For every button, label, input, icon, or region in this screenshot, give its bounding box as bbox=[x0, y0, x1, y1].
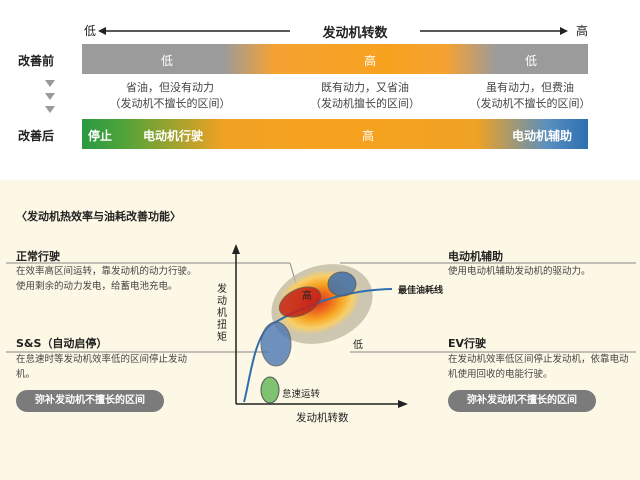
ev-ellipse bbox=[260, 321, 292, 367]
motor-assist-line1: 使用电动机辅助发动机的驱动力。 bbox=[448, 266, 591, 277]
normal-drive-ellipse bbox=[278, 286, 322, 318]
after-seg-stop: 停止 bbox=[88, 129, 113, 143]
normal-drive-line1: 在效率高区间运转，靠发动机的动力行驶。 bbox=[16, 266, 197, 277]
ev-line1: 在发动机效率低区间停止发动机，依靠电动 bbox=[448, 354, 629, 365]
down-triangle-icon bbox=[45, 80, 55, 87]
before-bar bbox=[82, 44, 588, 74]
desc-middle: 既有动力，又省油 （发动机擅长的区间） bbox=[290, 80, 440, 112]
ss-desc: 在怠速时等发动机效率低的区间停止发动 机。 bbox=[16, 352, 221, 382]
down-triangle-icon bbox=[45, 106, 55, 113]
down-triangle-icon bbox=[45, 93, 55, 100]
x-axis-label: 发动机转数 bbox=[296, 412, 349, 424]
after-seg-motor-drive: 电动机行驶 bbox=[143, 129, 204, 143]
ss-title: S&S（自动启停） bbox=[16, 337, 108, 350]
motor-assist-ellipse bbox=[327, 271, 357, 297]
after-seg-motor-assist: 电动机辅助 bbox=[512, 129, 573, 143]
ev-desc: 在发动机效率低区间停止发动机，依靠电动 机使用回收的电能行驶。 bbox=[448, 352, 636, 382]
desc-right-line2: （发动机不擅长的区间） bbox=[469, 97, 591, 110]
before-seg-high: 高 bbox=[364, 54, 377, 68]
best-fuel-line-label: 最佳油耗线 bbox=[398, 286, 444, 296]
before-seg-low-1: 低 bbox=[161, 54, 174, 68]
y-axis-label: 发动机扭矩 bbox=[217, 284, 227, 343]
normal-drive-desc: 在效率高区间运转，靠发动机的动力行驶。 使用剩余的动力发电，给蓄电池充电。 bbox=[16, 264, 226, 294]
ss-line2: 机。 bbox=[16, 369, 36, 380]
idle-label: 怠速运转 bbox=[282, 389, 321, 400]
axis-high-label: 高 bbox=[576, 24, 589, 38]
zone-low-label: 低 bbox=[353, 340, 363, 351]
motor-assist-title: 电动机辅助 bbox=[448, 250, 503, 263]
desc-right-line1: 虽有动力，但费油 bbox=[486, 81, 574, 94]
normal-drive-line2: 使用剩余的动力发电，给蓄电池充电。 bbox=[16, 281, 178, 292]
after-label: 改善后 bbox=[18, 129, 55, 143]
left-pill: 弥补发动机不擅长的区间 bbox=[16, 390, 164, 412]
desc-left-line1: 省油，但没有动力 bbox=[126, 81, 214, 94]
desc-middle-line2: （发动机擅长的区间） bbox=[310, 97, 420, 110]
desc-middle-line1: 既有动力，又省油 bbox=[321, 81, 409, 94]
normal-drive-title: 正常行驶 bbox=[16, 250, 60, 263]
before-label: 改善前 bbox=[18, 54, 55, 68]
ss-line1: 在怠速时等发动机效率低的区间停止发动 bbox=[16, 354, 188, 365]
section-title: 〈发动机热效率与油耗改善功能〉 bbox=[16, 210, 181, 223]
motor-assist-desc: 使用电动机辅助发动机的驱动力。 bbox=[448, 264, 636, 279]
y-axis-arrow-icon bbox=[232, 244, 240, 254]
desc-left-line2: （发动机不擅长的区间） bbox=[109, 97, 231, 110]
desc-right: 虽有动力，但费油 （发动机不擅长的区间） bbox=[455, 80, 605, 112]
before-seg-low-2: 低 bbox=[525, 54, 538, 68]
desc-left: 省油，但没有动力 （发动机不擅长的区间） bbox=[95, 80, 245, 112]
idle-ellipse bbox=[260, 376, 280, 404]
ev-title: EV行驶 bbox=[448, 337, 487, 350]
zone-high-label: 高 bbox=[302, 291, 312, 302]
axis-low-label: 低 bbox=[84, 24, 97, 38]
after-bar bbox=[82, 119, 588, 149]
after-seg-high: 高 bbox=[362, 129, 375, 143]
ev-line2: 机使用回收的电能行驶。 bbox=[448, 369, 553, 380]
right-pill: 弥补发动机不擅长的区间 bbox=[448, 390, 596, 412]
x-axis-arrow-icon bbox=[398, 400, 408, 408]
efficiency-diagram bbox=[6, 244, 636, 408]
axis-title: 发动机转数 bbox=[290, 22, 420, 41]
